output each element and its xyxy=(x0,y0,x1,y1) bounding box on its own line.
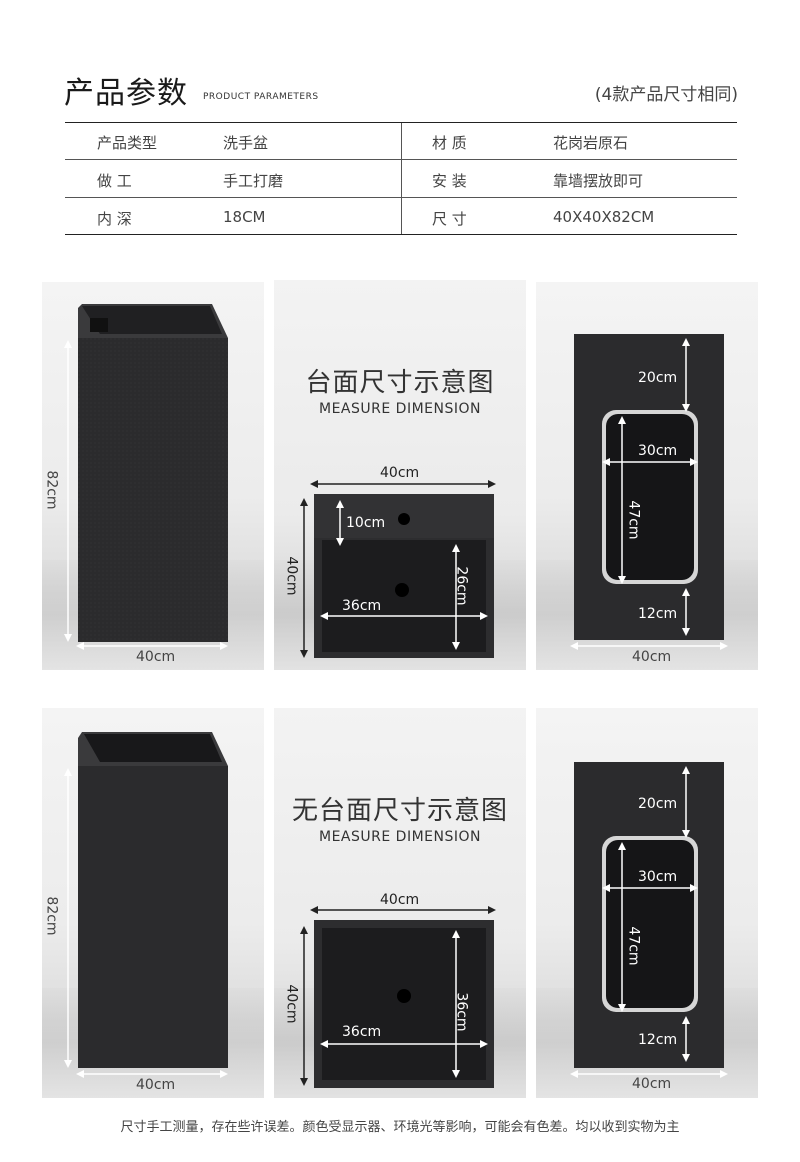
diagram-title: 无台面尺寸示意图 xyxy=(291,796,508,826)
size-note: (4款产品尺寸相同) xyxy=(594,85,738,105)
top-depth-label: 40cm xyxy=(283,556,300,596)
front-view-panel: 20cm 30cm 47cm 12cm 40cm xyxy=(536,282,758,670)
basin-depth-label: 36cm xyxy=(453,992,470,1032)
param-label: 材 质 xyxy=(432,134,467,152)
opening-width-label: 30cm xyxy=(638,869,678,885)
front-view-drawing xyxy=(570,762,728,1078)
front-width-label: 40cm xyxy=(632,1076,672,1092)
disclaimer-footnote: 尺寸手工测量，存在些许误差。颜色受显示器、环境光等影响，可能会有色差。均以收到实… xyxy=(120,1120,680,1135)
diagram-title: 台面尺寸示意图 xyxy=(305,368,495,398)
page-title: 产品参数 xyxy=(64,76,188,111)
param-value: 洗手盆 xyxy=(223,134,269,152)
width-label: 40cm xyxy=(136,1077,176,1093)
table-row: 做 工 手工打磨 安 装 靠墙摆放即可 xyxy=(65,161,737,198)
ledge-label: 10cm xyxy=(346,515,386,531)
param-value: 靠墙摆放即可 xyxy=(553,172,644,190)
table-row: 内 深 18CM 尺 寸 40X40X82CM xyxy=(65,199,737,236)
front-view-drawing xyxy=(570,334,728,650)
parameter-table: 产品类型 洗手盆 材 质 花岗岩原石 做 工 手工打磨 安 装 靠墙摆放即可 内… xyxy=(65,122,737,235)
top-view-drawing xyxy=(300,480,496,658)
opening-height-label: 47cm xyxy=(625,926,642,966)
param-label: 尺 寸 xyxy=(432,210,467,228)
param-label: 内 深 xyxy=(97,210,132,228)
side-view-drawing xyxy=(64,304,228,650)
basin-depth-label: 26cm xyxy=(453,566,470,606)
top-view-drawing xyxy=(300,906,496,1088)
opening-width-label: 30cm xyxy=(638,443,678,459)
top-view-panel: 台面尺寸示意图 MEASURE DIMENSION 40cm 40cm 10cm… xyxy=(274,280,526,670)
front-width-label: 40cm xyxy=(632,649,672,665)
param-label: 安 装 xyxy=(432,172,467,190)
top-view-panel: 无台面尺寸示意图 MEASURE DIMENSION 40cm 40cm 36c… xyxy=(274,708,526,1098)
side-view-drawing xyxy=(64,732,228,1078)
bottom-margin-label: 12cm xyxy=(638,606,678,622)
top-margin-label: 20cm xyxy=(638,370,678,386)
top-width-label: 40cm xyxy=(380,892,420,908)
width-label: 40cm xyxy=(136,649,176,665)
param-value: 40X40X82CM xyxy=(553,208,655,226)
side-view-panel: 82cm 40cm xyxy=(42,708,264,1098)
side-view-panel: 82cm 40cm xyxy=(42,282,264,670)
height-label: 82cm xyxy=(43,470,60,510)
param-label: 做 工 xyxy=(97,172,132,190)
top-margin-label: 20cm xyxy=(638,796,678,812)
basin-width-label: 36cm xyxy=(342,598,382,614)
table-row: 产品类型 洗手盆 材 质 花岗岩原石 xyxy=(65,123,737,160)
diagram-subtitle: MEASURE DIMENSION xyxy=(319,401,481,417)
basin-width-label: 36cm xyxy=(342,1024,382,1040)
param-label: 产品类型 xyxy=(97,134,158,152)
table-divider xyxy=(401,123,402,234)
bottom-margin-label: 12cm xyxy=(638,1032,678,1048)
param-value: 花岗岩原石 xyxy=(553,134,629,152)
page-subtitle: PRODUCT PARAMETERS xyxy=(203,92,319,102)
height-label: 82cm xyxy=(43,896,60,936)
front-view-panel: 20cm 30cm 47cm 12cm 40cm xyxy=(536,708,758,1098)
diagram-subtitle: MEASURE DIMENSION xyxy=(319,829,481,845)
top-depth-label: 40cm xyxy=(283,984,300,1024)
param-value: 18CM xyxy=(223,208,266,226)
top-width-label: 40cm xyxy=(380,465,420,481)
param-value: 手工打磨 xyxy=(223,172,284,190)
opening-height-label: 47cm xyxy=(625,500,642,540)
